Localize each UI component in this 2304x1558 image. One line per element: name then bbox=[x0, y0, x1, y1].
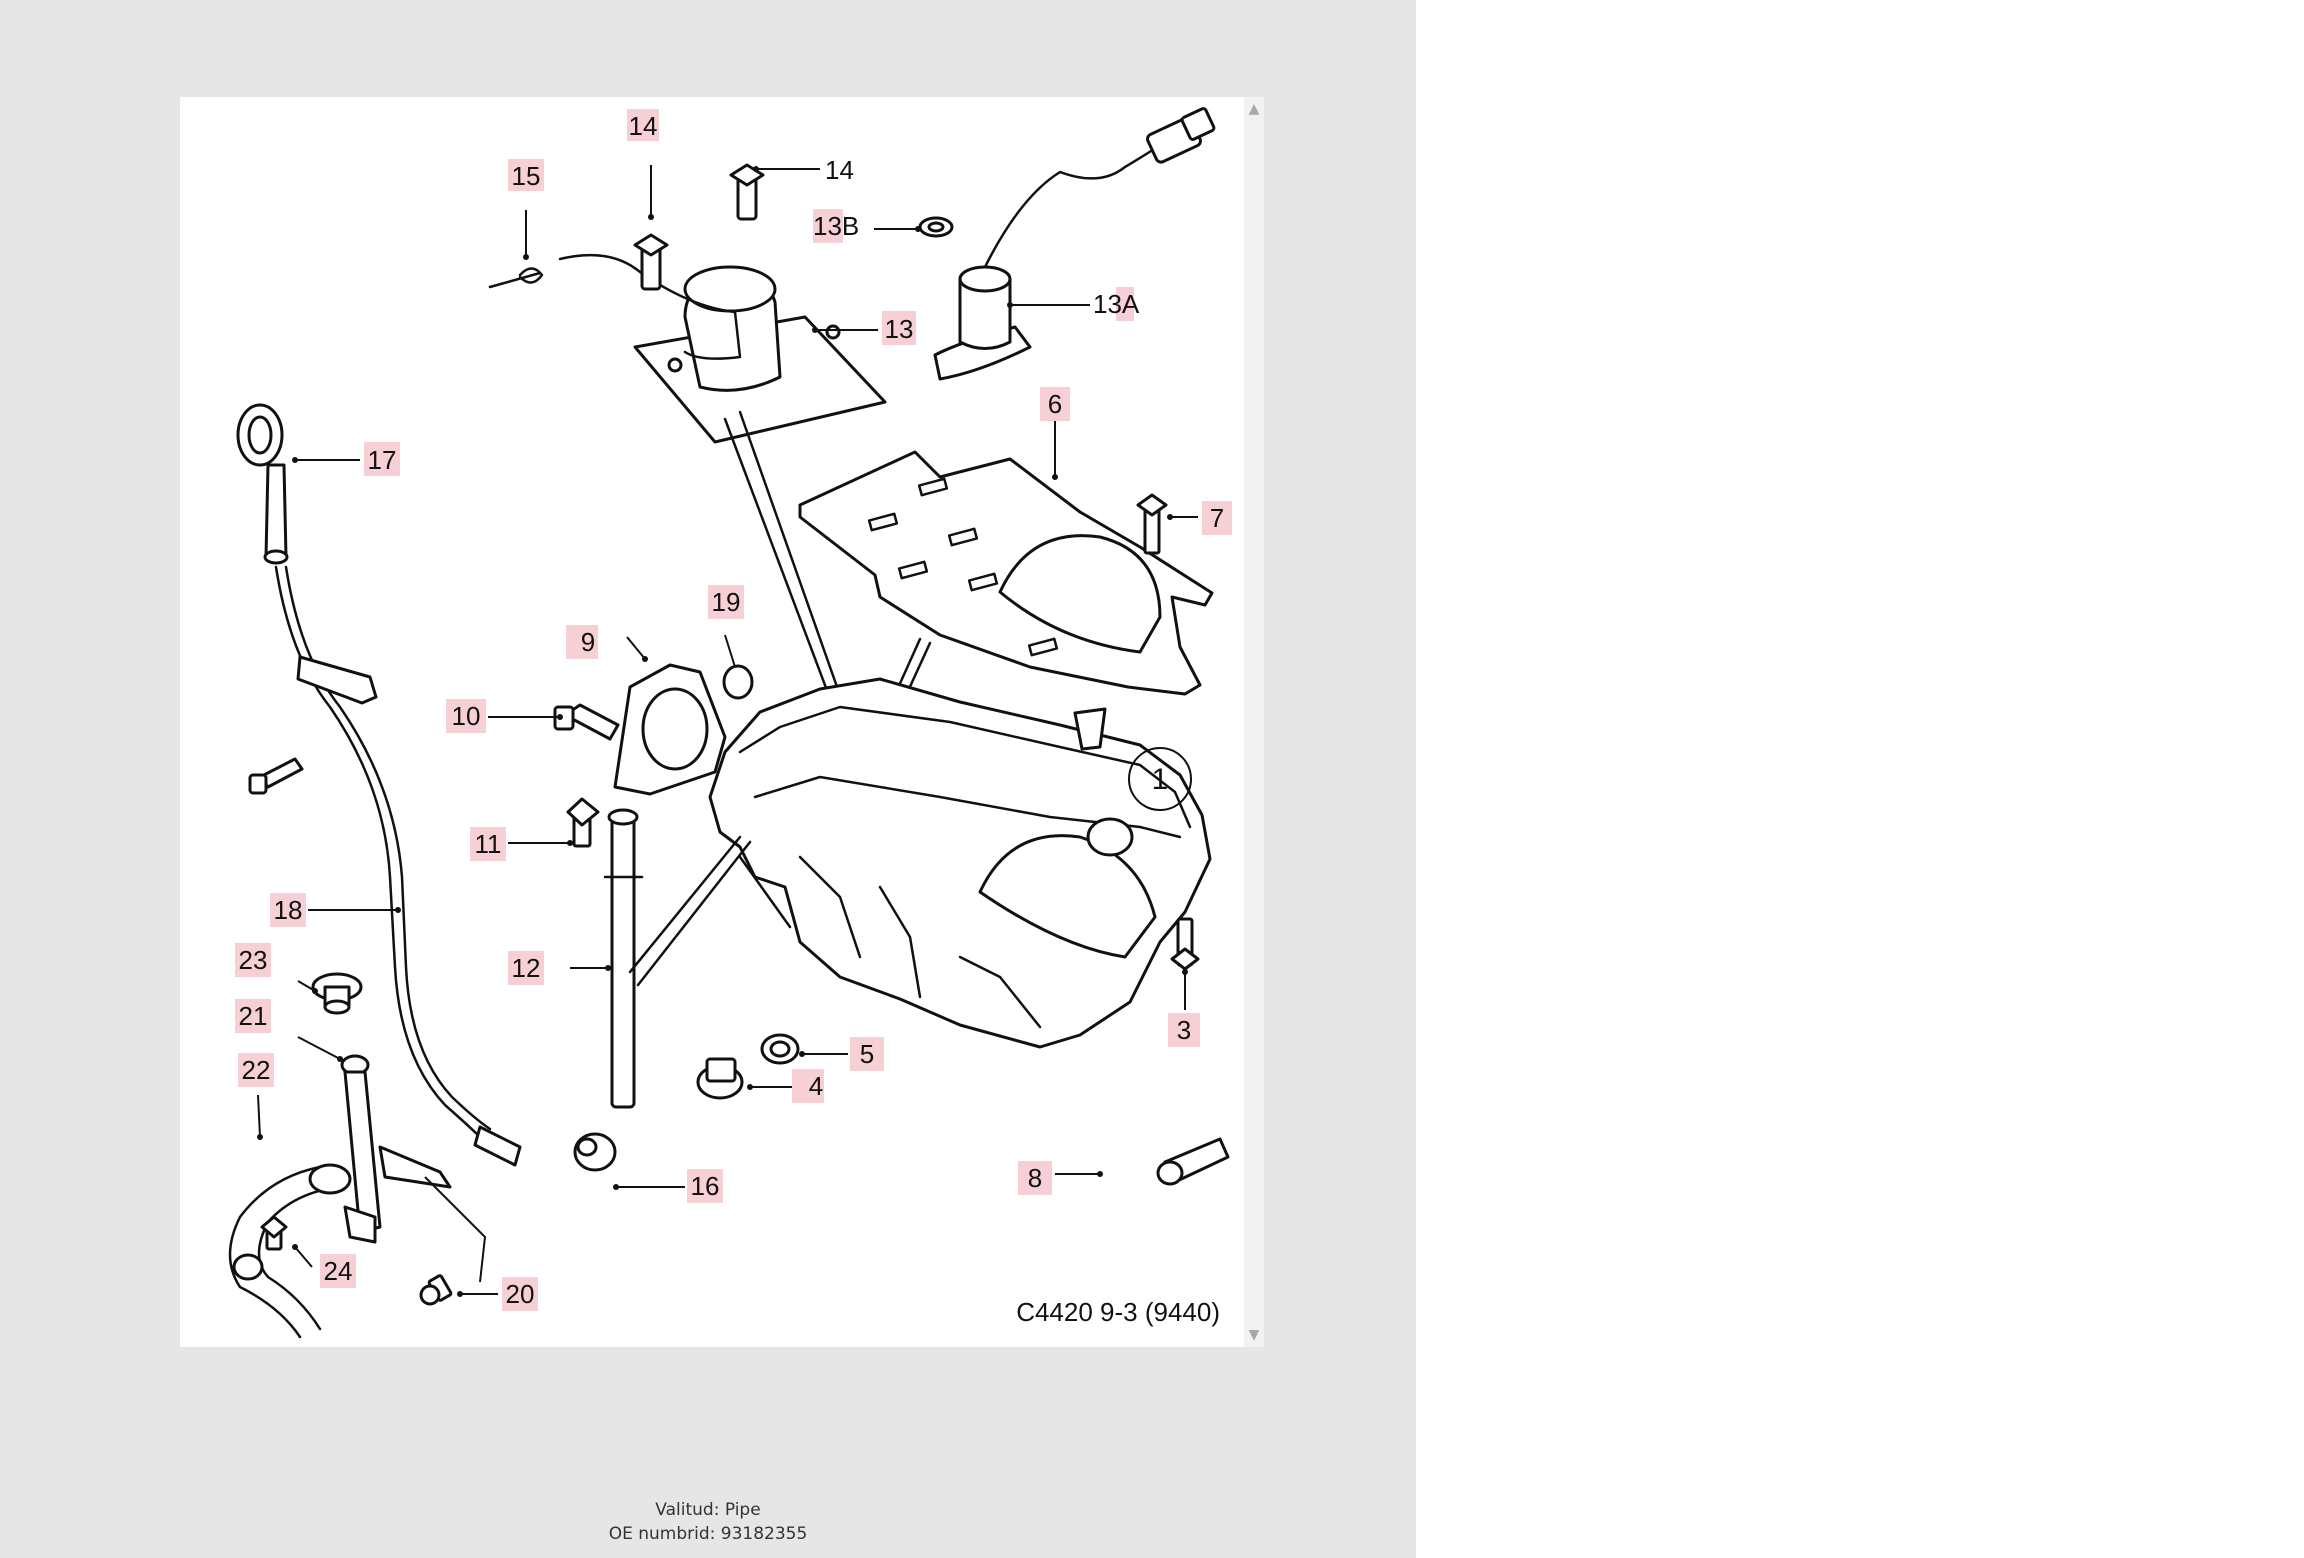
callout-3: 3 bbox=[1177, 1015, 1191, 1045]
scroll-down-icon[interactable]: ▼ bbox=[1248, 1327, 1260, 1343]
part-16-grommet[interactable] bbox=[573, 1132, 617, 1172]
callout-12: 12 bbox=[512, 953, 541, 983]
leader-lines bbox=[257, 165, 1198, 1297]
part-11-bolt[interactable] bbox=[566, 797, 600, 848]
part-13b-o-ring[interactable] bbox=[918, 216, 954, 238]
part-4-drain-plug[interactable] bbox=[696, 1057, 744, 1100]
callout-18: 18 bbox=[274, 895, 303, 925]
part-8-sealant-tube[interactable] bbox=[1156, 1137, 1230, 1186]
part-21-filler-pipe[interactable] bbox=[340, 1054, 452, 1244]
callout-8: 8 bbox=[1028, 1163, 1042, 1193]
callout-9: 9 bbox=[581, 627, 595, 657]
part-23-filler-cap[interactable] bbox=[311, 972, 363, 1015]
callout-4: 4 bbox=[809, 1071, 823, 1101]
part-20-screw[interactable] bbox=[419, 1274, 453, 1306]
part-18-dipstick-guide[interactable] bbox=[274, 565, 522, 1167]
callout-22: 22 bbox=[242, 1055, 271, 1085]
part-10-bolt[interactable] bbox=[553, 703, 620, 741]
parts-diagram-viewer[interactable]: 14 14 15 13B 13 13A 6 7 17 19 9 10 1 11 … bbox=[180, 97, 1264, 1347]
callout-19: 19 bbox=[712, 587, 741, 617]
part-14-bolt-right[interactable] bbox=[729, 163, 765, 221]
part-13a-oil-level-sensor[interactable] bbox=[933, 107, 1216, 381]
callout-1: 1 bbox=[1152, 763, 1169, 796]
callout-14-left: 14 bbox=[629, 111, 658, 141]
callout-21: 21 bbox=[239, 1001, 268, 1031]
part-14-bolt-left[interactable] bbox=[633, 233, 669, 291]
callout-labels: 14 14 15 13B 13 13A 6 7 17 19 9 10 1 11 … bbox=[235, 109, 1232, 1327]
part-12-dipstick-tube[interactable] bbox=[603, 808, 752, 1109]
callout-23: 23 bbox=[239, 945, 268, 975]
callout-15: 15 bbox=[512, 161, 541, 191]
diagram-scrollbar[interactable]: ▲ ▼ bbox=[1244, 97, 1264, 1347]
part-15-clip[interactable] bbox=[488, 267, 544, 289]
callout-10: 10 bbox=[452, 701, 481, 731]
part-9-seal-plate[interactable] bbox=[613, 663, 727, 796]
part-17-dipstick[interactable] bbox=[236, 403, 289, 565]
callout-20: 20 bbox=[506, 1279, 535, 1309]
oil-pan-exploded-diagram: 14 14 15 13B 13 13A 6 7 17 19 9 10 1 11 … bbox=[228, 107, 1232, 1339]
selected-part-label: Valitud: Pipe bbox=[655, 1500, 761, 1520]
part-1-oil-pan[interactable] bbox=[708, 677, 1212, 1049]
drawing-code: C4420 9-3 (9440) bbox=[1016, 1297, 1220, 1327]
part-7-bolt[interactable] bbox=[1136, 493, 1168, 555]
part-5-washer[interactable] bbox=[760, 1033, 800, 1065]
callout-6: 6 bbox=[1048, 389, 1062, 419]
callout-16: 16 bbox=[691, 1171, 720, 1201]
scroll-up-icon[interactable]: ▲ bbox=[1248, 101, 1260, 117]
callout-11: 11 bbox=[475, 829, 502, 859]
callout-17: 17 bbox=[368, 445, 397, 475]
part-rubber-grommet[interactable] bbox=[1073, 707, 1107, 751]
callout-13: 13 bbox=[885, 314, 914, 344]
empty-side-panel bbox=[1416, 0, 2304, 1558]
part-13-sensor-cover[interactable] bbox=[558, 253, 887, 444]
part-dipstick-bolt[interactable] bbox=[248, 757, 304, 795]
callout-5: 5 bbox=[860, 1039, 874, 1069]
callout-24: 24 bbox=[324, 1256, 353, 1286]
callout-14-right: 14 bbox=[825, 155, 854, 185]
callout-13a: 13A bbox=[1093, 289, 1140, 319]
part-3-bolt[interactable] bbox=[1170, 917, 1200, 971]
part-22-breather-hose[interactable] bbox=[228, 1163, 352, 1339]
part-24-screw[interactable] bbox=[260, 1215, 288, 1251]
part-19-plug[interactable] bbox=[722, 664, 754, 700]
oe-numbers-label: OE numbrid: 93182355 bbox=[608, 1524, 808, 1544]
callout-7: 7 bbox=[1210, 503, 1224, 533]
part-6-windage-tray[interactable] bbox=[798, 450, 1214, 696]
callout-13b: 13B bbox=[813, 211, 859, 241]
selected-part-caption: Valitud: Pipe OE numbrid: 93182355 bbox=[0, 1498, 1416, 1546]
